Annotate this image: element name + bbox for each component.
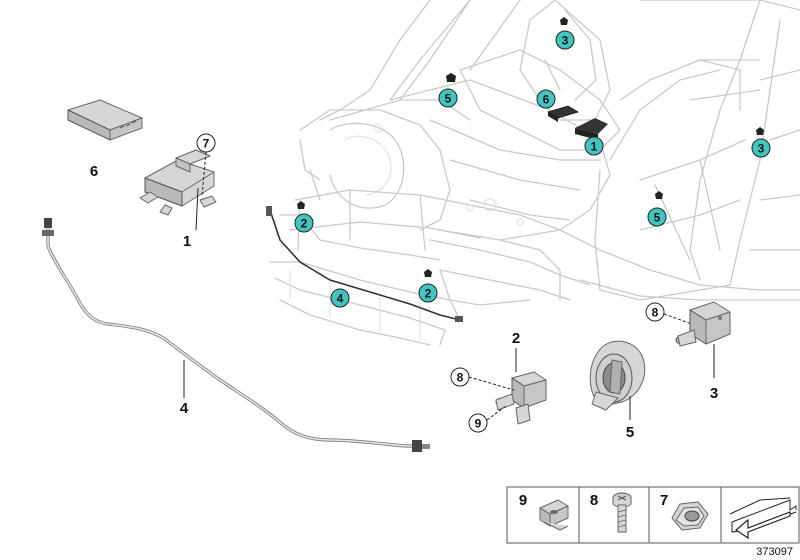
clip-nut-icon[interactable]	[539, 499, 569, 531]
callout-label: 3	[562, 34, 569, 48]
reference-number: 373097	[756, 546, 793, 558]
part-number-5: 5	[626, 424, 634, 441]
side-sensor-3[interactable]	[675, 301, 731, 347]
legend-number-8: 8	[590, 492, 598, 509]
callout-label: 2	[301, 217, 308, 231]
vehicle-bumper-cable	[266, 206, 463, 322]
callout-badge[interactable]: 5	[647, 207, 667, 227]
part-number-6: 6	[90, 163, 98, 180]
callout-badge[interactable]: 6	[536, 89, 556, 109]
callout-label: 6	[543, 93, 550, 107]
callout-label: 5	[445, 92, 452, 106]
part-number-3: 3	[710, 385, 718, 402]
hardware-legend: 9 8 7	[506, 486, 800, 544]
callout-label: 7	[203, 137, 210, 151]
nut-callout-8[interactable]: 8	[450, 367, 470, 387]
sensor-cable-4[interactable]	[42, 218, 430, 452]
callout-label: 8	[652, 306, 659, 320]
callout-badge[interactable]: 2	[418, 283, 438, 303]
callout-badge[interactable]: 1	[584, 136, 604, 156]
part-number-2: 2	[512, 330, 520, 347]
callout-label: 5	[654, 211, 661, 225]
airbag-module-1[interactable]	[139, 149, 217, 216]
forward-direction-icon	[729, 497, 797, 540]
vehicle-components	[297, 17, 764, 277]
impact-sensor-2[interactable]	[495, 371, 547, 425]
callout-badge[interactable]: 4	[330, 288, 350, 308]
callout-badge[interactable]: 2	[294, 213, 314, 233]
part-number-4: 4	[180, 400, 189, 417]
ring-sensor-5[interactable]	[589, 340, 646, 411]
hex-nut-icon[interactable]	[671, 501, 709, 531]
screw-callout-8[interactable]: 8	[645, 302, 665, 322]
callout-label: 8	[457, 371, 464, 385]
legend-number-7: 7	[660, 492, 668, 509]
screw-icon[interactable]	[612, 492, 632, 533]
callout-label: 1	[591, 140, 598, 154]
callout-badge[interactable]: 5	[438, 88, 458, 108]
control-unit-6[interactable]	[67, 99, 143, 141]
callout-label: 4	[337, 292, 344, 306]
callout-badge[interactable]: 3	[751, 138, 771, 158]
screw-callout-7[interactable]: 7	[196, 133, 216, 153]
callout-badge[interactable]: 3	[555, 30, 575, 50]
part-number-1: 1	[183, 233, 191, 250]
callout-label: 2	[425, 287, 432, 301]
vehicle-body-frame	[269, 0, 800, 346]
vehicle-callouts: 3 5 6 1 3 2 5 2 4	[294, 30, 771, 308]
callout-label: 9	[475, 417, 482, 431]
legend-number-9: 9	[519, 492, 527, 509]
clip-callout-9[interactable]: 9	[468, 413, 488, 433]
callout-label: 3	[758, 142, 765, 156]
